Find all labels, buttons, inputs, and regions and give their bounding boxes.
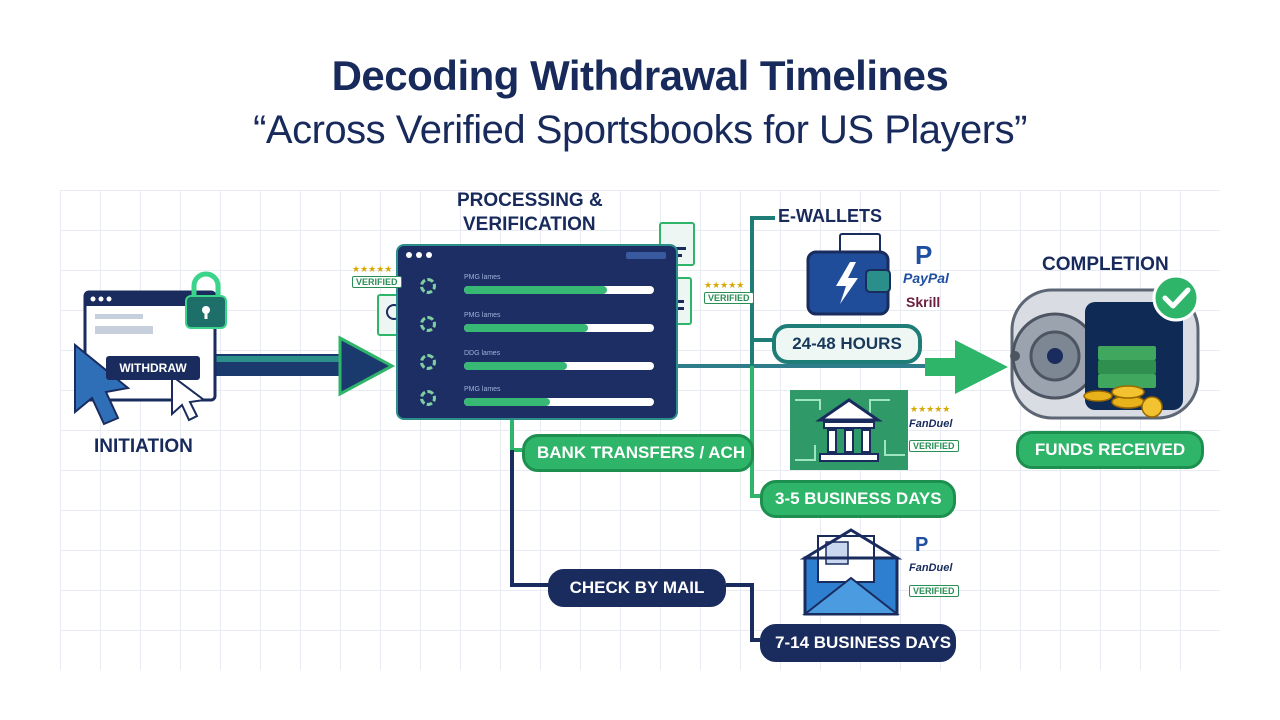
bank-time-pill: 3-5 BUSINESS DAYS <box>760 480 956 518</box>
progress-fill <box>464 324 588 332</box>
star-rating: ★★★★★ <box>704 280 745 290</box>
coins-icon <box>1083 385 1163 418</box>
progress-fill <box>464 398 550 406</box>
padlock-icon <box>185 271 227 329</box>
processing-row: DDG lames <box>416 348 656 378</box>
processing-row: PMG lames <box>416 384 656 414</box>
envelope-icon <box>799 528 903 616</box>
paypal-icon-2: P <box>915 534 929 556</box>
vault-icon <box>1010 288 1200 420</box>
fanduel-brand-2: FanDuel <box>909 562 953 574</box>
processing-dashboard: PMG lames PMG lames DDG lames PMG lames <box>398 246 676 418</box>
bank-label-pill: BANK TRANSFERS / ACH <box>522 434 754 472</box>
completion-label: COMPLETION <box>1042 254 1169 275</box>
star-rating: ★★★★★ <box>352 264 393 274</box>
bank-connector <box>510 418 522 452</box>
withdraw-button[interactable]: WITHDRAW <box>106 356 200 380</box>
checkmark-icon <box>1152 274 1200 322</box>
skrill-brand: Skrill <box>906 294 941 310</box>
verified-badge: VERIFIED <box>352 276 402 288</box>
main-arrow-1 <box>215 335 396 397</box>
check-label-pill: CHECK BY MAIL <box>548 569 726 607</box>
progress-fill <box>464 362 567 370</box>
processing-label-line2: VERIFICATION <box>463 214 596 235</box>
verified-badge: VERIFIED <box>704 292 754 304</box>
processing-row: PMG lames <box>416 272 656 302</box>
bank-icon <box>790 390 908 470</box>
verified-badge: VERIFIED <box>909 585 959 597</box>
paypal-icon: P <box>915 240 933 270</box>
progress-fill <box>464 286 607 294</box>
ewallets-label: E-WALLETS <box>778 206 882 226</box>
page-subtitle: “Across Verified Sportsbooks for US Play… <box>253 108 1027 152</box>
ewallets-time-pill: 24-48 HOURS <box>772 324 922 364</box>
processing-label-line1: PROCESSING & <box>457 190 603 211</box>
verified-badge: VERIFIED <box>909 440 959 452</box>
star-rating: ★★★★★ <box>910 404 951 414</box>
fanduel-brand: FanDuel <box>909 418 953 430</box>
check-connector <box>510 450 550 587</box>
paypal-brand: PayPal <box>903 270 949 286</box>
cursor-icon <box>74 342 207 426</box>
funds-received-pill: FUNDS RECEIVED <box>1016 431 1204 469</box>
processing-row: PMG lames <box>416 310 656 340</box>
check-time-pill: 7-14 BUSINESS DAYS <box>760 624 956 662</box>
page-title: Decoding Withdrawal Timelines <box>331 52 949 99</box>
ewallet-connector <box>750 216 775 366</box>
initiation-label: INITIATION <box>94 436 193 457</box>
main-arrow-2 <box>676 340 1008 394</box>
wallet-icon <box>806 233 891 316</box>
